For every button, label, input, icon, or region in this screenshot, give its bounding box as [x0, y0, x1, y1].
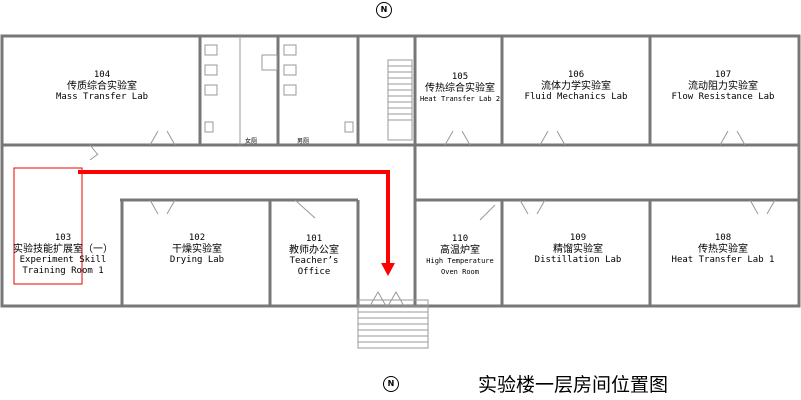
- room-name-cn: 传热实验室: [697, 244, 748, 255]
- room-name-cn: 传质综合实验室: [67, 81, 137, 92]
- room-name-en: Drying Lab: [169, 255, 225, 265]
- room-name-en: Oven Room: [441, 268, 479, 276]
- toilet-fixtures: [204, 36, 354, 145]
- male-toilet-label: 男厕: [297, 138, 310, 145]
- room-name-cn: 实验技能扩展室（一）: [13, 244, 113, 255]
- north-compass-icon: N: [383, 376, 399, 392]
- room-name-cn: 流体力学实验室: [540, 81, 611, 92]
- room-name-cn: 干燥实验室: [172, 244, 222, 255]
- doors: [89, 130, 776, 307]
- room-number: 106: [567, 70, 585, 80]
- room-name-en: Office: [297, 267, 331, 277]
- room-name-cn: 精馏实验室: [552, 244, 603, 255]
- room-number: 101: [305, 234, 323, 244]
- room-name-en: Heat Transfer Lab 2: [419, 95, 501, 103]
- room-number: 102: [188, 233, 206, 243]
- route-arrowhead: [381, 263, 395, 276]
- room-number: 103: [54, 233, 72, 243]
- female-toilet-label: 女厕: [245, 138, 258, 145]
- room-name-cn: 教师办公室: [289, 245, 339, 256]
- room-name-en: Flow Resistance Lab: [671, 92, 775, 102]
- route-arrow: [78, 170, 390, 265]
- room-name-en: Training Room 1: [22, 266, 104, 276]
- room-name-en: High Temperature: [426, 257, 494, 265]
- room-name-cn: 流动阻力实验室: [687, 81, 758, 92]
- room-number: 104: [93, 70, 111, 80]
- room-number: 105: [451, 72, 469, 82]
- highlight-room-103: [13, 167, 83, 285]
- room-name-en: Experiment Skill: [19, 255, 107, 265]
- north-compass-icon: N: [376, 2, 392, 18]
- room-name-cn: 传热综合实验室: [424, 83, 495, 94]
- room-name-en: Mass Transfer Lab: [55, 92, 149, 102]
- room-name-cn: 高温炉室: [440, 245, 480, 256]
- room-number: 110: [451, 234, 469, 244]
- room-name-en: Distillation Lab: [534, 255, 622, 265]
- stairs: [357, 59, 429, 349]
- room-name-en: Teacher’s: [289, 256, 339, 266]
- room-number: 109: [569, 233, 587, 243]
- room-name-en: Heat Transfer Lab 1: [671, 255, 775, 265]
- room-number: 107: [714, 70, 732, 80]
- room-number: 108: [714, 233, 732, 243]
- room-name-en: Fluid Mechanics Lab: [524, 92, 628, 102]
- floor-plan-title: 实验楼一层房间位置图: [478, 374, 669, 396]
